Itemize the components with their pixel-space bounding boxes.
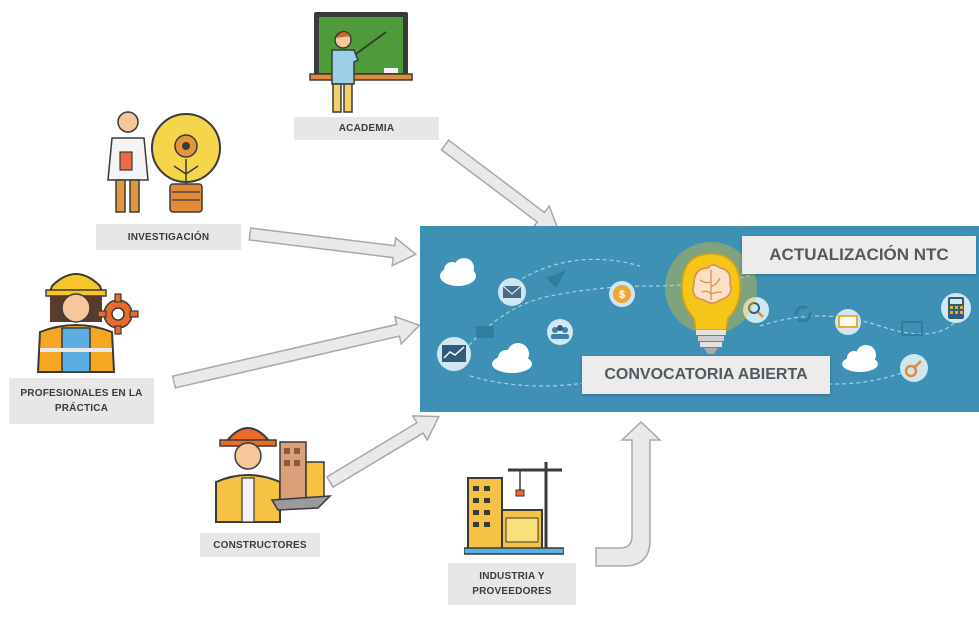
convocatoria-panel: $ [420, 226, 979, 412]
users-icon [547, 319, 573, 345]
calculator-icon [941, 293, 971, 323]
label-constructores: CONSTRUCTORES [200, 533, 320, 557]
label-profesionales: PROFESIONALES EN LA PRÁCTICA [9, 378, 154, 424]
arrow-constructores [325, 415, 441, 489]
magnifier-icon [743, 297, 769, 323]
engineer-woman-icon [36, 273, 139, 373]
cloud-icon [492, 343, 532, 373]
male-symbol-icon [900, 354, 928, 382]
teacher-icon [309, 12, 413, 113]
paper-plane-icon [546, 270, 566, 288]
label-industria: INDUSTRIA Y PROVEEDORES [448, 563, 576, 605]
monitor-icon [835, 309, 861, 335]
panel-title: ACTUALIZACIÓN NTC [742, 236, 976, 274]
researcher-lightbulb-icon [107, 111, 221, 213]
screen-outline-icon [901, 321, 923, 336]
refresh-icon [794, 305, 812, 323]
construction-worker-icon [215, 427, 332, 523]
coin-icon: $ [609, 281, 635, 307]
cloud-icon [440, 258, 476, 286]
arrow-industria [595, 420, 662, 567]
panel-background-graphics: $ [437, 242, 971, 387]
envelope-icon [498, 278, 526, 306]
chart-icon [437, 337, 471, 371]
chat-icon [476, 326, 494, 338]
panel-subtitle: CONVOCATORIA ABIERTA [582, 356, 830, 394]
cloud-icon [842, 345, 878, 372]
industrial-buildings-icon [464, 462, 564, 555]
arrow-profesionales [171, 315, 421, 389]
label-investigacion: INVESTIGACIÓN [96, 224, 241, 250]
brain-lightbulb-icon [665, 242, 757, 354]
label-academia: ACADEMIA [294, 117, 439, 140]
svg-text:$: $ [619, 289, 625, 301]
arrow-investigacion [248, 227, 418, 267]
